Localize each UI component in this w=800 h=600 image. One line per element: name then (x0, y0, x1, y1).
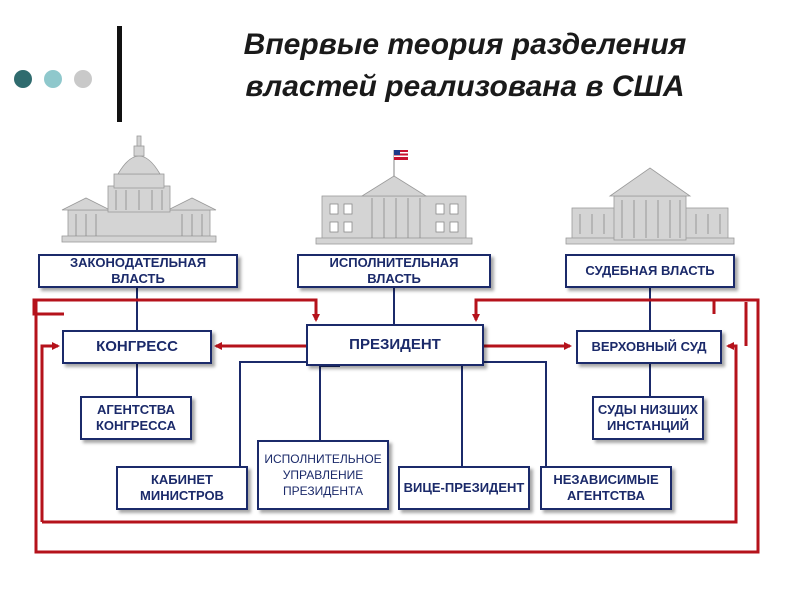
dot-dark (14, 70, 32, 88)
lower-courts-box: СУДЫ НИЗШИХ ИНСТАНЦИЙ (592, 396, 704, 440)
dot-light (44, 70, 62, 88)
congress-agencies-box: АГЕНТСТВА КОНГРЕССА (80, 396, 192, 440)
congress-box: КОНГРЕСС (62, 330, 212, 364)
accent-bar (117, 26, 122, 122)
hierarchy-connectors (136, 286, 651, 466)
checks-and-balances-arrows (32, 298, 760, 554)
supreme-court-box: ВЕРХОВНЫЙ СУД (576, 330, 722, 364)
cabinet-box: КАБИНЕТ МИНИСТРОВ (116, 466, 248, 510)
title-line-1: Впервые теория разделения (243, 28, 687, 61)
slide-dots (14, 70, 92, 88)
slide-title: Впервые теория разделения властей реализ… (150, 24, 780, 108)
title-line-2: властей реализована в США (245, 70, 685, 103)
vice-president-box: ВИЦЕ-ПРЕЗИДЕНТ (398, 466, 530, 510)
president-box: ПРЕЗИДЕНТ (306, 324, 484, 366)
capitol-building-icon (61, 135, 217, 243)
independent-agencies-box: НЕЗАВИСИМЫЕ АГЕНТСТВА (540, 466, 672, 510)
dot-grey (74, 70, 92, 88)
executive-branch-box: ИСПОЛНИТЕЛЬНАЯ ВЛАСТЬ (297, 254, 491, 288)
supreme-court-icon (565, 167, 735, 245)
legislative-branch-box: ЗАКОНОДАТЕЛЬНАЯ ВЛАСТЬ (38, 254, 238, 288)
judicial-branch-box: СУДЕБНАЯ ВЛАСТЬ (565, 254, 735, 288)
executive-office-box: ИСПОЛНИТЕЛЬНОЕ УПРАВЛЕНИЕ ПРЕЗИДЕНТА (257, 440, 389, 510)
us-flag-icon (394, 150, 408, 160)
white-house-icon (315, 150, 473, 245)
